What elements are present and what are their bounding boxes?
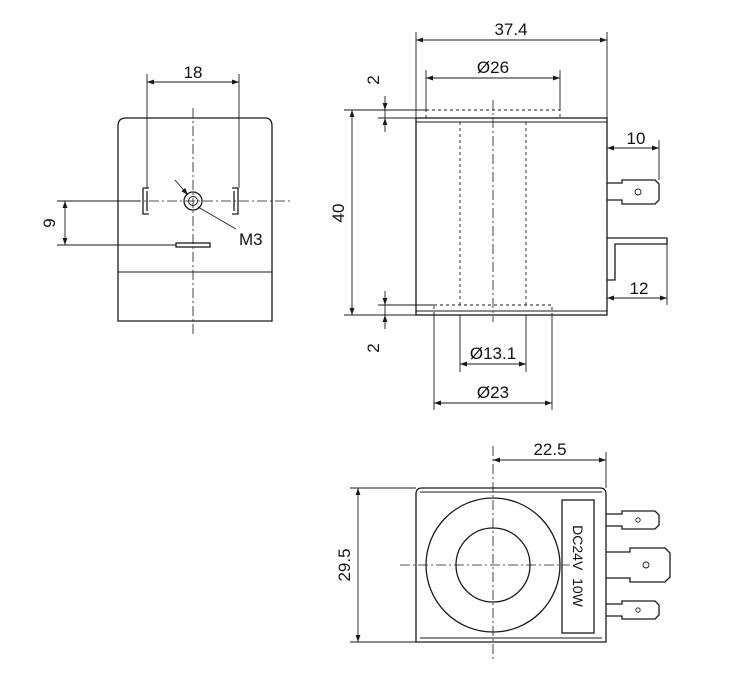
bottom-view bbox=[350, 446, 671, 660]
front-view bbox=[57, 74, 292, 334]
dim-flange-bottom-label: 2 bbox=[364, 343, 383, 352]
thread-m3-label: M3 bbox=[239, 230, 263, 249]
dim-37-4-label: 37.4 bbox=[494, 20, 527, 39]
dim-terminal-12-label: 12 bbox=[630, 279, 649, 298]
rating-label: DC24V 10W bbox=[570, 525, 586, 607]
dim-29-5-label: 29.5 bbox=[335, 548, 354, 581]
dim-terminal-10-label: 10 bbox=[627, 129, 646, 148]
dim-bore-26-label: Ø26 bbox=[477, 58, 509, 77]
dim-flange-top-label: 2 bbox=[364, 75, 383, 84]
dim-bore-23-label: Ø23 bbox=[477, 383, 509, 402]
dim-18-label: 18 bbox=[184, 63, 203, 82]
dim-22-5-label: 22.5 bbox=[533, 440, 566, 459]
side-view bbox=[344, 32, 668, 410]
dim-height-40-label: 40 bbox=[329, 204, 348, 223]
dim-bore-13-1-label: Ø13.1 bbox=[470, 344, 516, 363]
dim-9-label: 9 bbox=[40, 218, 59, 227]
